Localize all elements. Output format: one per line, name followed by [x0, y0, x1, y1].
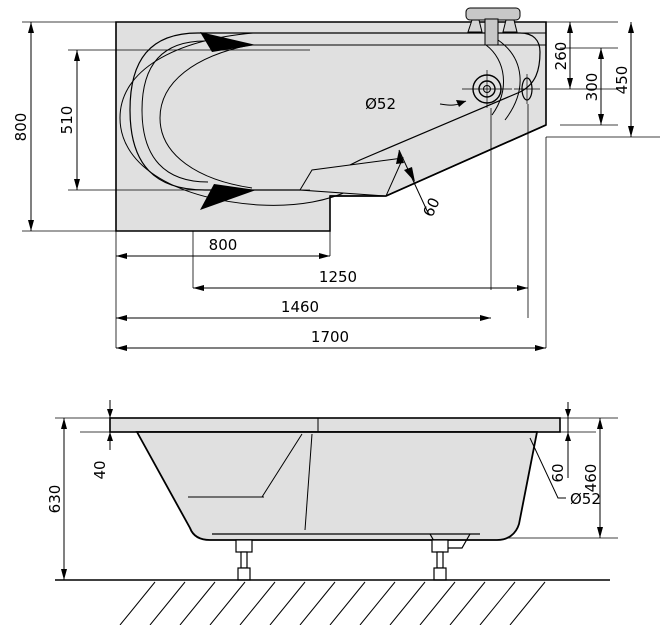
plan-arc-arrow-top: [200, 32, 256, 52]
plan-dim-510-group: 510: [58, 49, 310, 191]
elevation-tub-body: [135, 431, 539, 541]
plan-chain-label-1250: 1250: [319, 268, 357, 286]
elevation-inner-line-1: [261, 433, 303, 498]
elevation-dim-60-group: 60: [549, 402, 571, 483]
elevation-drain-label-group: Ø52: [529, 437, 601, 508]
elevation-dim-40-group: 40: [80, 400, 125, 480]
elevation-leg-left: [235, 539, 253, 581]
plan-label-diameter: Ø52: [365, 95, 396, 113]
faucet-assembly: [465, 7, 521, 46]
elevation-view: 630 40 60 460 Ø52: [46, 400, 618, 625]
plan-dim-chain-1460: 1460: [116, 298, 491, 321]
elevation-dim-460-group: 460: [582, 418, 603, 538]
plan-dim-800-group: 800: [12, 21, 116, 232]
plan-view: 60 Ø52: [12, 7, 660, 351]
plan-chain-label-1460: 1460: [281, 298, 319, 316]
faucet-spout-curve2: [485, 44, 504, 116]
elevation-label-diameter: Ø52: [570, 490, 601, 508]
plan-dim-300: 300: [583, 73, 601, 102]
plan-drain-label-group: Ø52: [365, 95, 467, 113]
plan-bowl-arc-outer: [119, 32, 351, 206]
plan-chain-label-1700: 1700: [311, 328, 349, 346]
plan-dim-chain-800: 800: [116, 236, 330, 259]
plan-dim-260-group: 260: [546, 21, 618, 90]
elevation-dim-60: 60: [549, 463, 567, 482]
plan-bowl-arc-inner: [159, 44, 253, 189]
faucet-spout-curve: [497, 39, 521, 121]
plan-dim-800: 800: [12, 113, 30, 142]
plan-dim-450: 450: [613, 66, 631, 95]
plan-dim-300-group: 300: [560, 47, 618, 126]
plan-rim-offset-upper: [141, 40, 209, 183]
drain-plan: [462, 70, 512, 108]
elevation-floor-hatch: [119, 581, 546, 625]
elevation-dim-630: 630: [46, 485, 64, 514]
plan-dim-510: 510: [58, 106, 76, 135]
plan-arc-arrow-bottom: [200, 184, 256, 210]
elevation-dim-630-group: 630: [46, 417, 110, 580]
plan-dim-260: 260: [552, 42, 570, 71]
elevation-leg-right: [431, 539, 449, 581]
overflow-plan: [514, 74, 540, 104]
plan-basin-outline: [129, 32, 541, 191]
plan-dim-chain-1700: 1700: [116, 328, 546, 351]
plan-dim-450-group: 450: [546, 22, 660, 138]
plan-ledge-edge: [330, 124, 547, 197]
elevation-dim-40: 40: [91, 460, 109, 479]
plan-chain-label-800: 800: [209, 236, 238, 254]
elevation-dim-460: 460: [582, 464, 600, 493]
plan-dim-60: 60: [419, 195, 443, 220]
elevation-inner-line-2: [304, 433, 313, 531]
elevation-rim: [109, 417, 561, 433]
plan-dim-chain-1250: 1250: [193, 268, 528, 291]
